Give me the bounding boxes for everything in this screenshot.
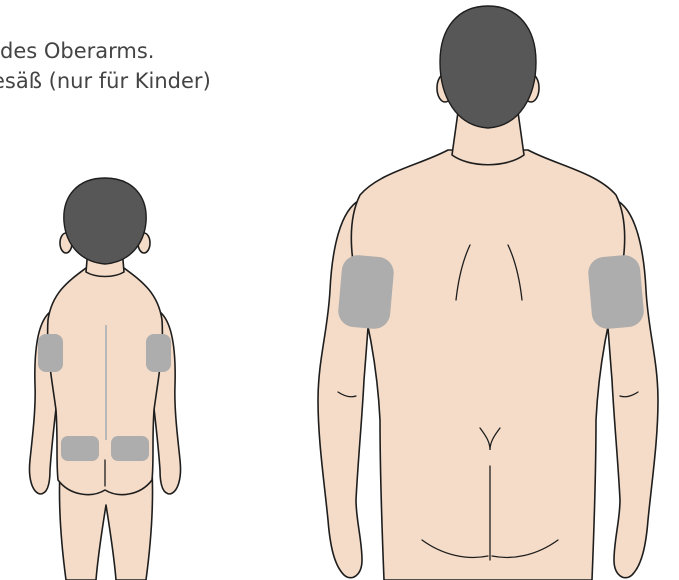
child-hair xyxy=(64,178,146,264)
child-site-left-upper-arm xyxy=(38,334,63,372)
child-site-left-buttock xyxy=(61,436,99,461)
child-site-right-upper-arm xyxy=(146,334,171,372)
adult-figure xyxy=(318,6,658,580)
adult-site-right-upper-arm xyxy=(587,254,645,330)
adult-hair xyxy=(440,6,536,128)
child-site-right-buttock xyxy=(111,436,149,461)
adult-torso xyxy=(351,150,624,580)
child-figure xyxy=(29,178,180,580)
adult-site-left-upper-arm xyxy=(337,254,395,330)
